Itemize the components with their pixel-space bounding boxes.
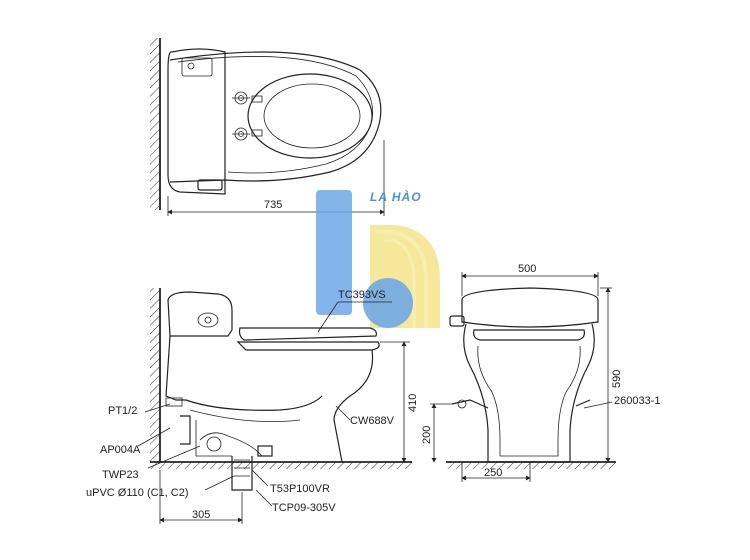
top-wall-hatch xyxy=(150,38,160,210)
label-cw688v: CW688V xyxy=(350,415,395,427)
logo-text: LA HÀO xyxy=(370,189,422,204)
top-view: 735 xyxy=(150,38,385,216)
label-tcp09: TCP09-305V xyxy=(272,502,336,514)
side-rough-in-dim: 305 xyxy=(192,509,210,521)
label-tc393vs: TC393VS xyxy=(338,289,386,301)
side-wall-hatch xyxy=(150,288,160,463)
label-upvc: uPVC Ø110 (C1, C2) xyxy=(86,487,189,499)
side-tank-outline xyxy=(167,291,233,337)
front-floor-hatch xyxy=(446,462,616,469)
front-width-dim: 500 xyxy=(518,263,536,275)
label-pt12: PT1/2 xyxy=(108,405,137,417)
side-floor-hatch xyxy=(150,462,412,469)
front-inlet-dim: 200 xyxy=(421,426,433,444)
top-hinge-icon xyxy=(232,91,263,141)
side-height-dim: 410 xyxy=(407,394,419,412)
top-width-dim: 735 xyxy=(264,199,282,211)
front-bowl-outline xyxy=(463,323,595,462)
front-tank-outline xyxy=(461,287,599,328)
side-seat-outline xyxy=(238,327,377,341)
front-height-dim: 590 xyxy=(611,370,623,388)
label-t53p100vr: T53P100VR xyxy=(270,483,330,495)
label-260033-1: 260033-1 xyxy=(614,395,661,407)
label-ap004a: AP004A xyxy=(100,444,141,456)
label-twp23: TWP23 xyxy=(102,469,139,481)
top-seat-opening xyxy=(247,73,373,159)
side-bowl-outline xyxy=(333,349,374,463)
front-view: 500 590 200 250 260033-1 xyxy=(421,263,661,482)
side-view: 410 305 TC393VS CW688V PT1/2 AP004A TWP2… xyxy=(86,288,419,524)
front-base-dim: 250 xyxy=(484,467,502,479)
top-bowl-outline xyxy=(169,51,382,183)
top-tank-outline xyxy=(167,48,226,195)
